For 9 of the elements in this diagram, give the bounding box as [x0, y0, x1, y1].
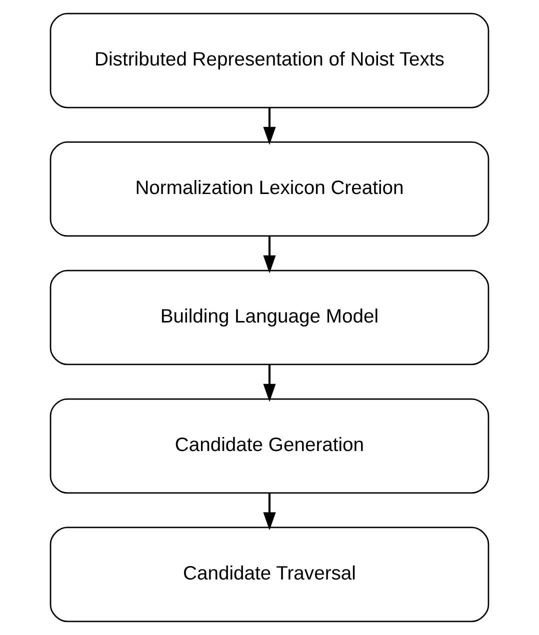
arrow [263, 236, 276, 274]
arrow [263, 493, 276, 530]
node-box: Distributed Representation of Noist Texts [50, 12, 490, 108]
arrow [263, 364, 276, 402]
node-box: Candidate Generation [50, 398, 490, 494]
node-box: Candidate Traversal [50, 526, 490, 622]
node-box: Building Language Model [50, 270, 490, 366]
node-box: Normalization Lexicon Creation [50, 141, 490, 237]
arrow [263, 108, 276, 145]
